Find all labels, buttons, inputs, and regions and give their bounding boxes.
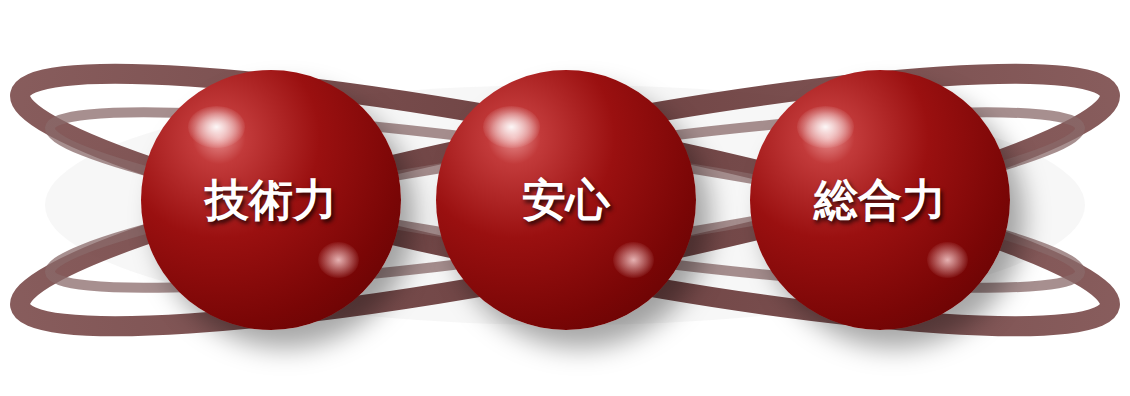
ribbon-band <box>7 25 1123 374</box>
sphere-label: 技術力 <box>205 171 337 230</box>
sphere-node: 技術力 <box>141 70 401 330</box>
sphere-node: 総合力 <box>750 70 1010 330</box>
sphere-node: 安心 <box>436 70 696 330</box>
ribbon-band <box>7 25 1123 374</box>
sphere-label: 安心 <box>522 171 610 230</box>
sphere-label: 総合力 <box>814 171 946 230</box>
